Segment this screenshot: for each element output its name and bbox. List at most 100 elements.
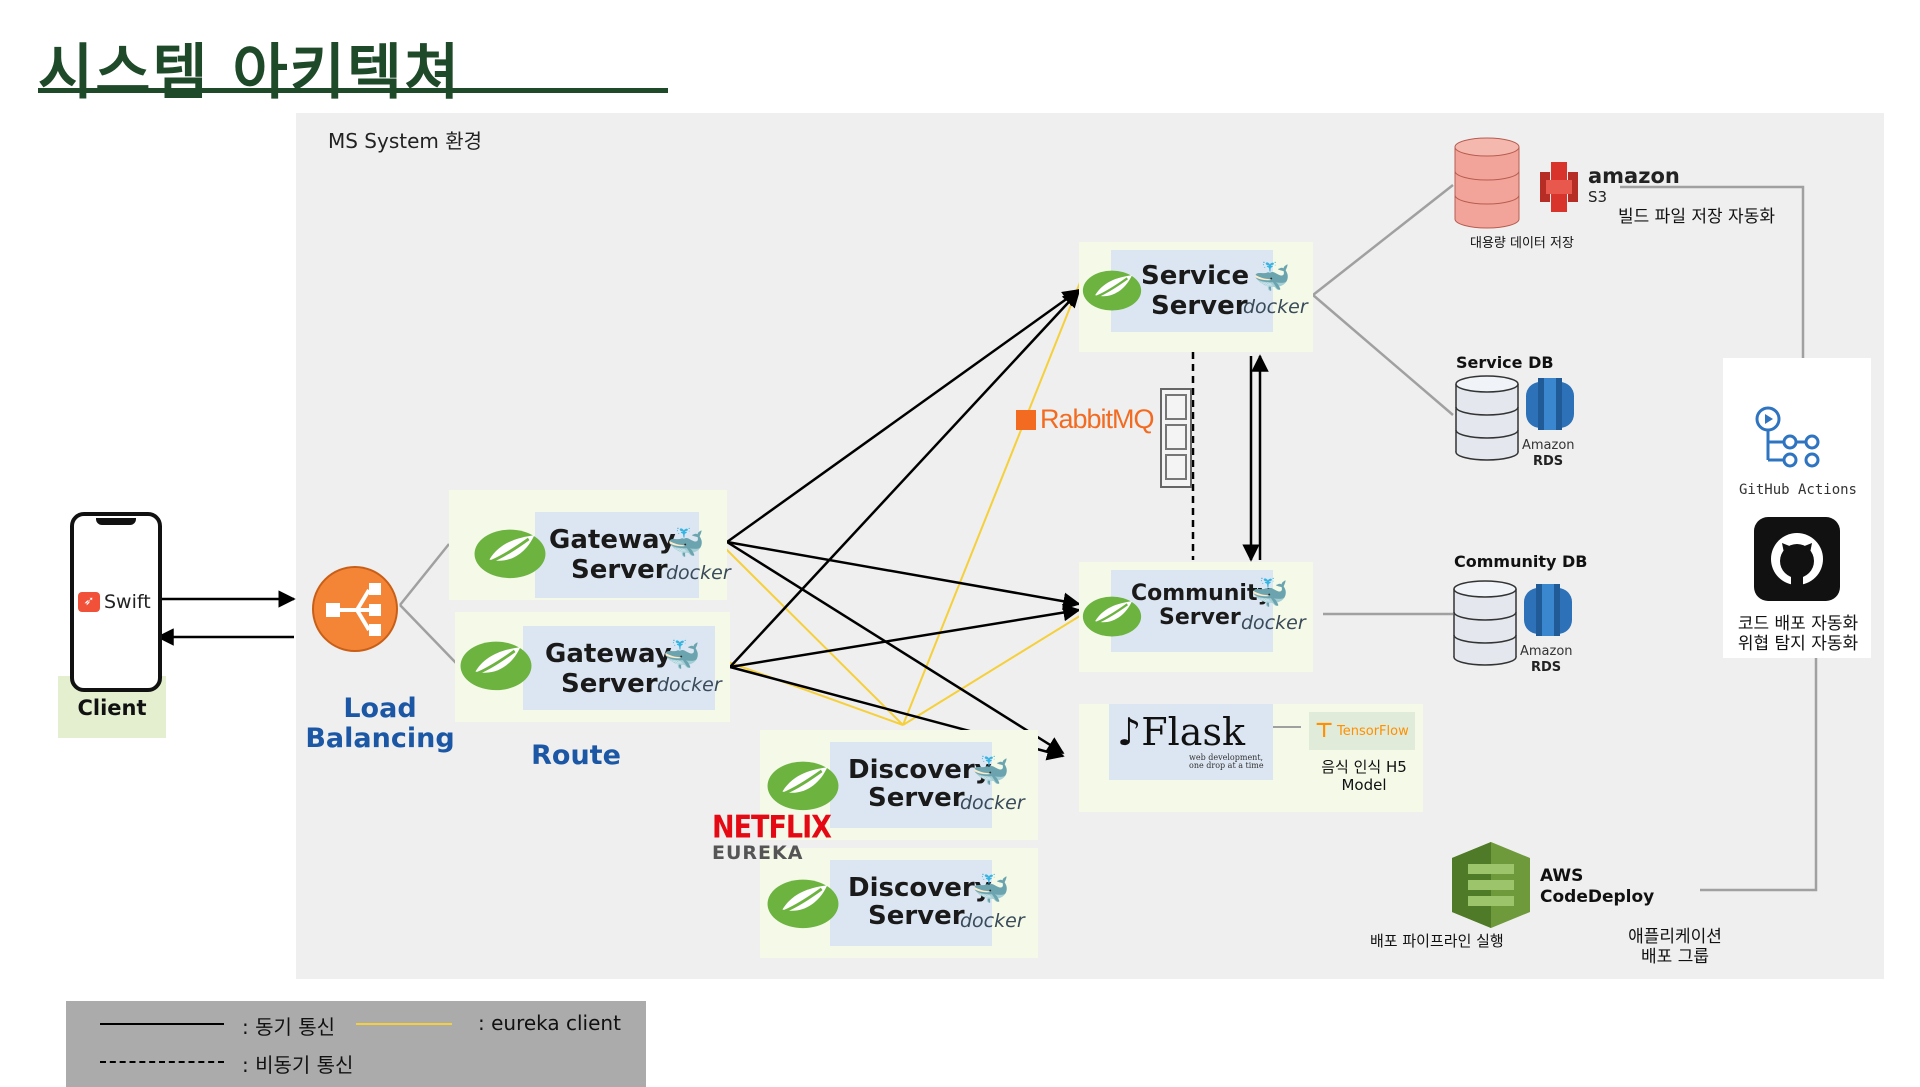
gateway-server-1: Gateway Server 🐳 docker <box>449 490 731 600</box>
client-label: Client <box>77 696 147 720</box>
rds-icon <box>1524 584 1572 636</box>
github-icon <box>1754 517 1840 601</box>
rds-amazon-label: Amazon <box>1520 644 1573 659</box>
codedeploy-icon <box>1452 842 1530 928</box>
legend-eureka-label: : eureka client <box>478 1011 621 1035</box>
tensorflow-caption: 음식 인식 H5 Model <box>1311 758 1417 794</box>
tensorflow-caption-1: 음식 인식 H5 <box>1321 758 1407 776</box>
flask-logo: ♪Flask <box>1117 710 1245 754</box>
load-balancing-line2: Balancing <box>305 723 455 755</box>
eureka-label: EUREKA <box>712 842 804 864</box>
community-db-label: Community DB <box>1454 552 1588 571</box>
codedeploy-group-2: 배포 그룹 <box>1641 946 1709 967</box>
s3-caption: 대용량 데이터 저장 <box>1470 236 1574 251</box>
docker-whale-icon: 🐳 <box>1251 576 1289 611</box>
docker-label: docker <box>657 674 722 696</box>
discovery-inner <box>830 742 992 828</box>
community-server: Community Server 🐳 docker <box>1079 562 1313 672</box>
route-label: Route <box>531 740 621 771</box>
ml-server: ♪Flask web development, one drop at a ti… <box>1079 704 1423 812</box>
spring-leaf-icon <box>767 879 839 929</box>
gateway-inner <box>535 512 699 598</box>
rabbitmq-label: RabbitMQ <box>1040 404 1155 434</box>
flask-box <box>1109 704 1273 780</box>
flask-tagline-1: web development, <box>1189 753 1264 762</box>
environment-label: MS System 환경 <box>328 129 483 153</box>
service-server: Service Server 🐳 docker <box>1079 242 1313 352</box>
s3-label: S3 <box>1588 188 1608 206</box>
discovery-name: Discovery <box>848 873 992 903</box>
discovery-server-2: Discovery Server 🐳 docker <box>760 848 1038 958</box>
github-actions-icon <box>1755 406 1820 468</box>
load-balancing-line1: Load <box>343 693 417 724</box>
legend-sync-line <box>100 1023 224 1025</box>
discovery-name-2: Server <box>868 901 965 931</box>
gateway-name: Gateway <box>549 525 676 555</box>
tensorflow-label: TensorFlow <box>1337 724 1409 739</box>
spring-leaf-icon <box>1082 270 1142 311</box>
docker-whale-icon: 🐳 <box>667 526 705 561</box>
codedeploy-label: AWS CodeDeploy <box>1540 866 1654 909</box>
legend-async-line <box>100 1061 224 1063</box>
tensorflow-icon: ⊤ <box>1315 718 1334 742</box>
rabbitmq-icon <box>1016 410 1036 430</box>
eureka-client-lines <box>724 274 1084 726</box>
codedeploy-pipeline-caption: 배포 파이프라인 실행 <box>1370 932 1504 950</box>
load-balancer-icon <box>312 566 398 652</box>
gateway-name: Gateway <box>545 639 672 669</box>
flask-tf-connector <box>1273 726 1301 728</box>
rds-amazon-label: Amazon <box>1522 438 1575 453</box>
community-name: Community <box>1131 581 1272 606</box>
flask-name: Flask <box>1141 710 1245 754</box>
discovery-name-2: Server <box>868 783 965 813</box>
message-queue-icon <box>1160 388 1192 488</box>
docker-label: docker <box>1243 296 1308 318</box>
legend: : 동기 통신 : eureka client : 비동기 통신 <box>66 1001 646 1087</box>
docker-whale-icon: 🐳 <box>1253 260 1291 295</box>
github-panel <box>1723 358 1871 658</box>
codedeploy-group-caption: 애플리케이션 배포 그룹 <box>1610 927 1740 967</box>
docker-whale-icon: 🐳 <box>972 872 1010 907</box>
rds-label: RDS <box>1531 660 1562 675</box>
database-icon <box>1455 375 1519 461</box>
database-icon <box>1453 580 1517 666</box>
tensorflow-caption-2: Model <box>1341 776 1387 794</box>
tensorflow-box: ⊤ TensorFlow <box>1309 712 1415 750</box>
github-caption-1: 코드 배포 자동화 <box>1737 614 1859 634</box>
docker-label: docker <box>960 910 1025 932</box>
service-db-label: Service DB <box>1456 353 1554 372</box>
discovery-name: Discovery <box>848 755 992 785</box>
flask-horn-icon: ♪ <box>1117 710 1142 754</box>
flask-tagline-2: one drop at a time <box>1189 761 1264 770</box>
docker-whale-icon: 🐳 <box>972 754 1010 789</box>
docker-label: docker <box>1241 612 1306 634</box>
gateway-inner <box>523 626 715 710</box>
phone-icon: ➶ Swift <box>70 512 162 692</box>
discovery-server-1: Discovery Server 🐳 docker <box>760 730 1038 840</box>
github-caption-2: 위협 탐지 자동화 <box>1737 634 1859 655</box>
service-name: Service <box>1141 261 1250 291</box>
rds-label: RDS <box>1533 454 1564 469</box>
codedeploy-label-1: AWS <box>1540 866 1584 886</box>
netflix-logo: NETFLIX <box>712 809 832 846</box>
flask-tagline: web development, one drop at a time <box>1189 754 1264 770</box>
page-title: 시스템 아키텍쳐 <box>38 38 462 108</box>
legend-eureka-line <box>356 1023 452 1025</box>
service-name-2: Server <box>1151 291 1248 321</box>
swift-icon: ➶ <box>78 592 100 612</box>
spring-leaf-icon <box>1082 596 1142 637</box>
storage-bucket-icon <box>1454 137 1520 229</box>
legend-async-label: : 비동기 통신 <box>242 1053 354 1077</box>
s3-icon <box>1540 162 1578 212</box>
spring-leaf-icon <box>460 641 532 691</box>
s3-automation-caption: 빌드 파일 저장 자동화 <box>1618 207 1775 227</box>
gateway-name-2: Server <box>571 555 668 585</box>
gateway-name-2: Server <box>561 669 658 699</box>
community-name-2: Server <box>1159 605 1241 630</box>
legend-sync-label: : 동기 통신 <box>242 1015 336 1039</box>
docker-label: docker <box>960 792 1025 814</box>
docker-whale-icon: 🐳 <box>663 638 701 673</box>
discovery-inner <box>830 860 992 946</box>
title-underline <box>38 88 668 93</box>
